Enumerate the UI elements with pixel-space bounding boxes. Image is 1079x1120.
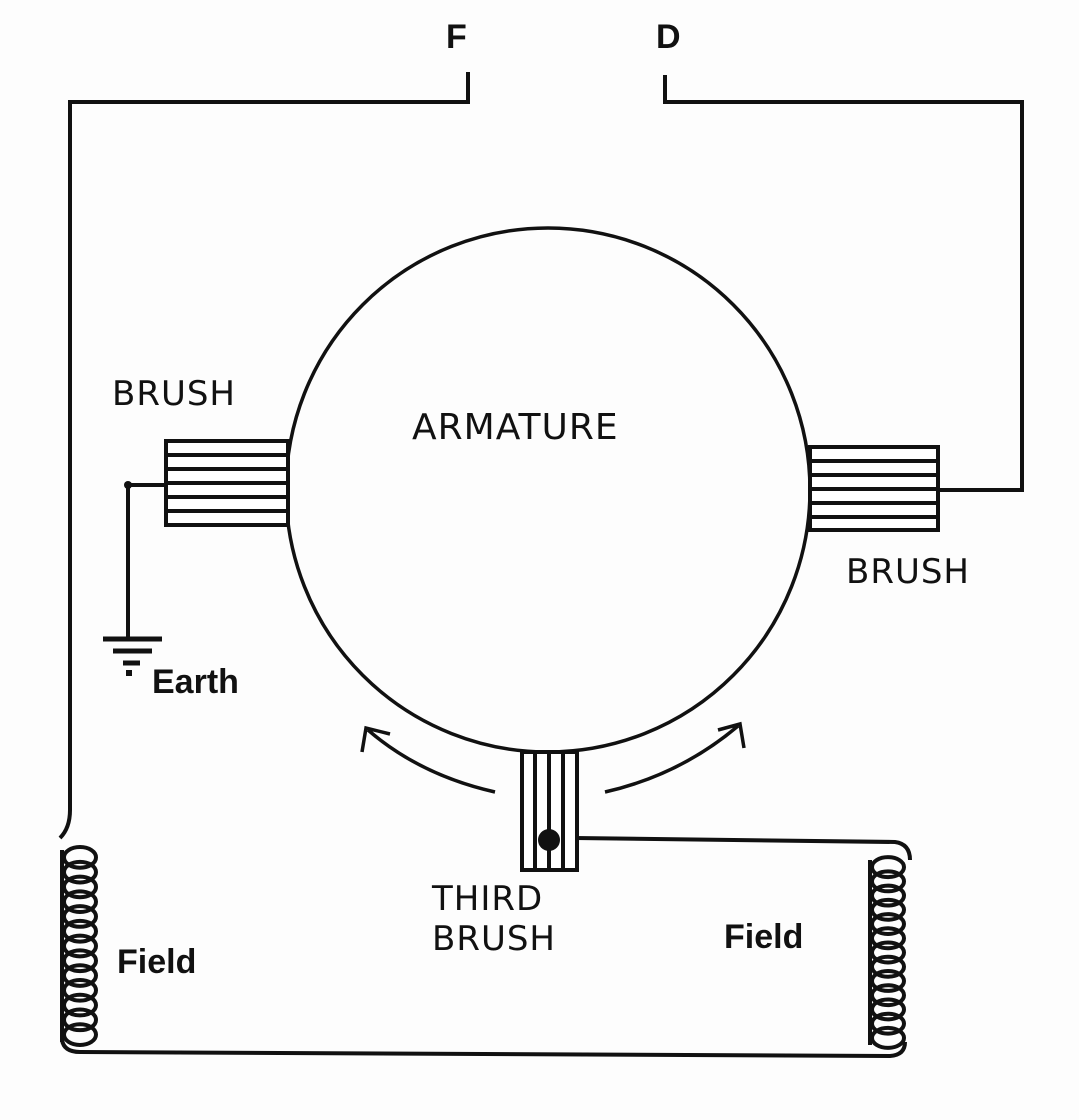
field-top-wire [574, 836, 912, 861]
third-brush-contact-dot [538, 829, 560, 851]
armature-circle [284, 226, 812, 754]
armature-label: ARMATURE [412, 407, 619, 448]
field-right-label: Field [724, 918, 804, 956]
coil-turn [62, 1022, 98, 1047]
wire-f [58, 72, 470, 840]
terminal-d-label: D [656, 18, 681, 56]
ground-symbol [103, 636, 162, 666]
field-coil-right [868, 855, 906, 1050]
right-brush [808, 445, 940, 532]
left-brush [164, 439, 290, 527]
rotation-arrow-left [360, 725, 496, 794]
left-brush-label: BRUSH [112, 374, 236, 414]
coil-turn [870, 1025, 906, 1050]
earth-wire [126, 483, 165, 637]
third-brush [520, 750, 579, 872]
field-coil-left [60, 845, 98, 1047]
field-left-label: Field [117, 943, 197, 981]
rotation-arrow-right [604, 721, 746, 794]
earth-label: Earth [152, 663, 239, 701]
terminal-f-label: F [446, 18, 467, 56]
field-bottom-wire [60, 1039, 907, 1059]
third-brush-label-line2: BRUSH [432, 919, 556, 959]
wire-d [663, 75, 1024, 492]
third-brush-label-line1: THIRD [432, 879, 544, 919]
right-brush-label: BRUSH [846, 552, 970, 592]
